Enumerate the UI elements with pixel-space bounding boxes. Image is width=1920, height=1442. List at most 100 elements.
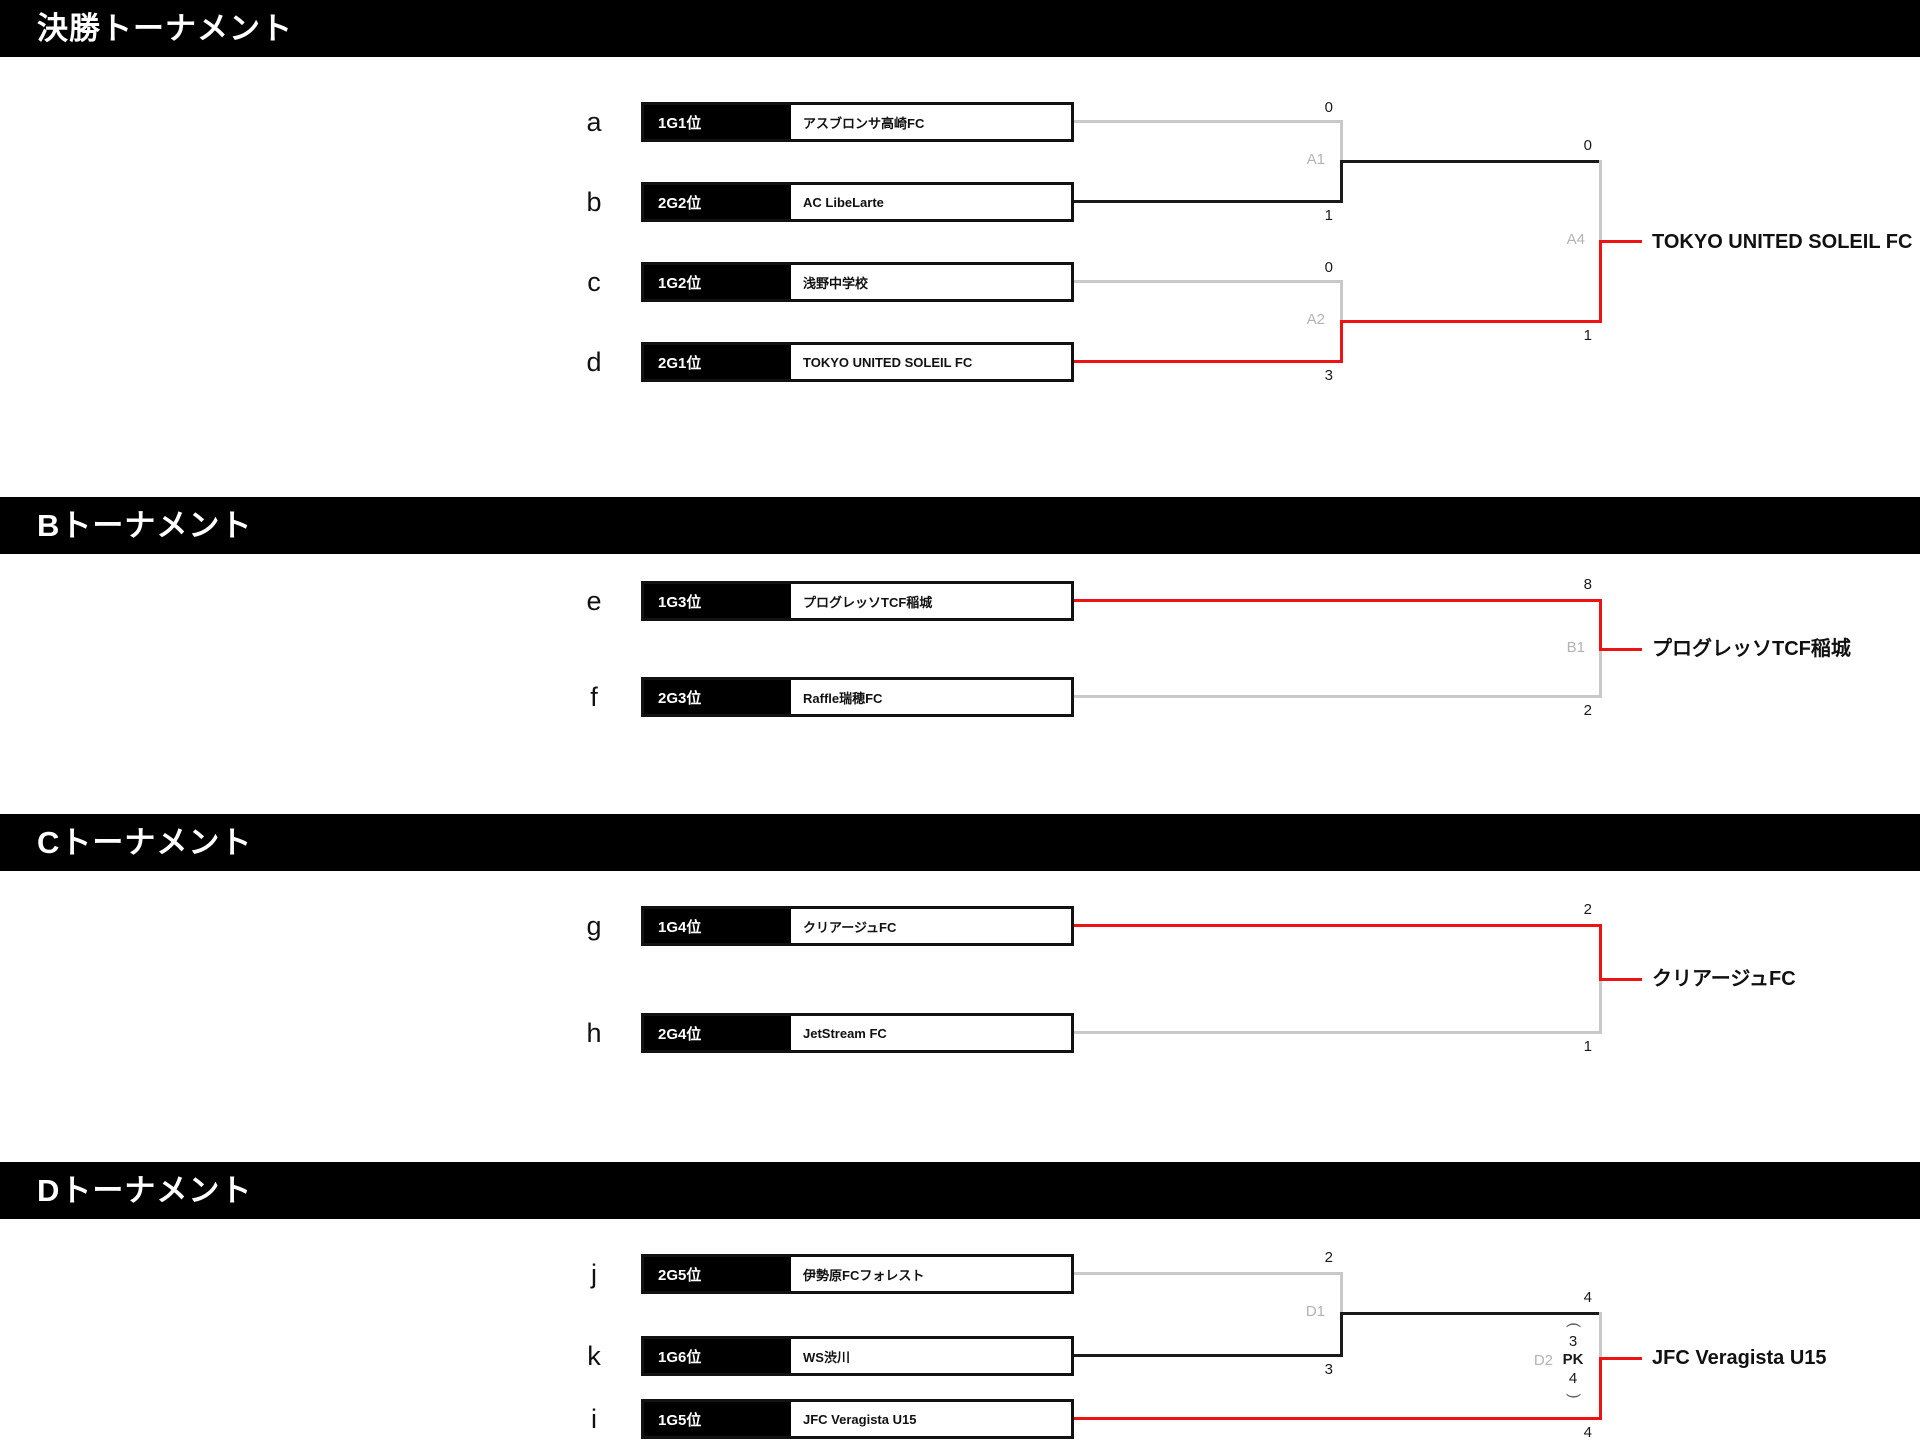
pk-label: PK — [1562, 1351, 1584, 1368]
team-letter: i — [591, 1404, 597, 1434]
match-label: D1 — [1305, 1303, 1325, 1320]
team-letter: f — [590, 682, 598, 712]
section-title-final: 決勝トーナメント — [0, 0, 1920, 57]
champion-stub-line — [1599, 978, 1642, 981]
champion-name: プログレッソTCF稲城 — [1652, 638, 1851, 660]
team-name: AC LibeLarte — [803, 194, 884, 210]
team-letter: c — [587, 267, 601, 297]
team-name: プログレッソTCF稲城 — [803, 594, 933, 610]
seed-label: 1G5位 — [644, 1402, 791, 1436]
seed-label: 2G4位 — [644, 1016, 791, 1050]
seed-label: 2G5位 — [644, 1257, 791, 1291]
seed-label: 1G1位 — [644, 105, 791, 139]
champion-name: クリアージュFC — [1652, 968, 1796, 990]
bracket-line — [1599, 924, 1602, 981]
champion-name: TOKYO UNITED SOLEIL FC — [1652, 231, 1913, 253]
seed-label: 1G4位 — [644, 909, 791, 943]
section-title-d: Dトーナメント — [0, 1162, 1920, 1219]
team-box: 2G2位 AC LibeLarte — [641, 182, 1074, 222]
team-name: Raffle瑞穂FC — [803, 690, 883, 706]
bracket-line — [1074, 1031, 1602, 1034]
score: 0 — [1583, 137, 1592, 154]
bracket-line — [1599, 978, 1602, 1034]
match-label: B1 — [1566, 639, 1585, 656]
score: 1 — [1583, 327, 1592, 344]
team-box: 1G2位 浅野中学校 — [641, 262, 1074, 302]
bracket-line — [1074, 360, 1343, 363]
team-name: クリアージュFC — [803, 919, 897, 935]
champion-stub-line — [1599, 648, 1642, 651]
team-letter: d — [586, 347, 602, 377]
seed-label: 1G6位 — [644, 1339, 791, 1373]
score: 3 — [1324, 367, 1333, 384]
team-name: アスブロンサ高崎FC — [803, 115, 925, 131]
team-name: 伊勢原FCフォレスト — [803, 1267, 925, 1283]
team-name: TOKYO UNITED SOLEIL FC — [803, 354, 973, 370]
match-label: D2 — [1533, 1352, 1553, 1369]
bracket-line — [1074, 200, 1343, 203]
score: 2 — [1583, 702, 1592, 719]
champion-stub-line — [1599, 1357, 1642, 1360]
team-name: WS渋川 — [803, 1349, 850, 1365]
team-letter: e — [586, 586, 602, 616]
champion-stub-line — [1599, 240, 1642, 243]
seed-label: 2G3位 — [644, 680, 791, 714]
score: 0 — [1324, 99, 1333, 116]
seed-label: 1G3位 — [644, 584, 791, 618]
score: 2 — [1324, 1249, 1333, 1266]
bracket-line — [1074, 120, 1343, 123]
bracket-line — [1074, 599, 1602, 602]
bracket-line — [1074, 695, 1602, 698]
bracket-line — [1074, 1272, 1343, 1275]
score: 2 — [1583, 901, 1592, 918]
match-label: A1 — [1306, 151, 1325, 168]
team-box: 1G1位 アスブロンサ高崎FC — [641, 102, 1074, 142]
team-letter: a — [586, 107, 602, 137]
bracket-line — [1340, 320, 1602, 323]
pk-score-top: 3 — [1568, 1333, 1578, 1350]
bracket-line — [1340, 160, 1343, 203]
pk-paren-open-icon: ( — [1565, 1322, 1582, 1328]
seed-label: 1G2位 — [644, 265, 791, 299]
section-title-c: Cトーナメント — [0, 814, 1920, 871]
team-box: 2G3位 Raffle瑞穂FC — [641, 677, 1074, 717]
seed-label: 2G2位 — [644, 185, 791, 219]
team-name: JFC Veragista U15 — [803, 1411, 917, 1427]
score: 4 — [1583, 1424, 1592, 1441]
team-letter: h — [586, 1018, 602, 1048]
score: 1 — [1583, 1038, 1592, 1055]
team-box: 2G4位 JetStream FC — [641, 1013, 1074, 1053]
match-label: A4 — [1566, 231, 1585, 248]
team-name: 浅野中学校 — [803, 275, 869, 291]
team-letter: k — [587, 1341, 601, 1371]
score: 1 — [1324, 207, 1333, 224]
pk-paren-close-icon: ) — [1565, 1393, 1582, 1399]
pk-score-bottom: 4 — [1568, 1370, 1578, 1387]
team-box: 1G3位 プログレッソTCF稲城 — [641, 581, 1074, 621]
bracket-line — [1340, 1312, 1343, 1357]
score: 0 — [1324, 259, 1333, 276]
team-name: JetStream FC — [803, 1025, 887, 1041]
team-box: 2G1位 TOKYO UNITED SOLEIL FC — [641, 342, 1074, 382]
bracket-line — [1340, 280, 1343, 322]
bracket-line — [1599, 648, 1602, 698]
bracket-line — [1074, 280, 1343, 283]
score: 4 — [1583, 1289, 1592, 1306]
bracket-line — [1599, 1357, 1602, 1420]
bracket-line — [1074, 1417, 1602, 1420]
section-title-b: Bトーナメント — [0, 497, 1920, 554]
team-letter: g — [586, 911, 602, 941]
bracket-line — [1340, 1272, 1343, 1315]
team-letter: b — [586, 187, 602, 217]
bracket-line — [1340, 320, 1343, 363]
bracket-line — [1599, 240, 1602, 323]
team-box: 1G6位 WS渋川 — [641, 1336, 1074, 1376]
seed-label: 2G1位 — [644, 345, 791, 379]
bracket-line — [1599, 160, 1602, 242]
bracket-line — [1599, 599, 1602, 650]
bracket-line — [1340, 1312, 1602, 1315]
champion-name: JFC Veragista U15 — [1652, 1347, 1827, 1369]
bracket-line — [1599, 1312, 1602, 1360]
score: 8 — [1583, 576, 1592, 593]
